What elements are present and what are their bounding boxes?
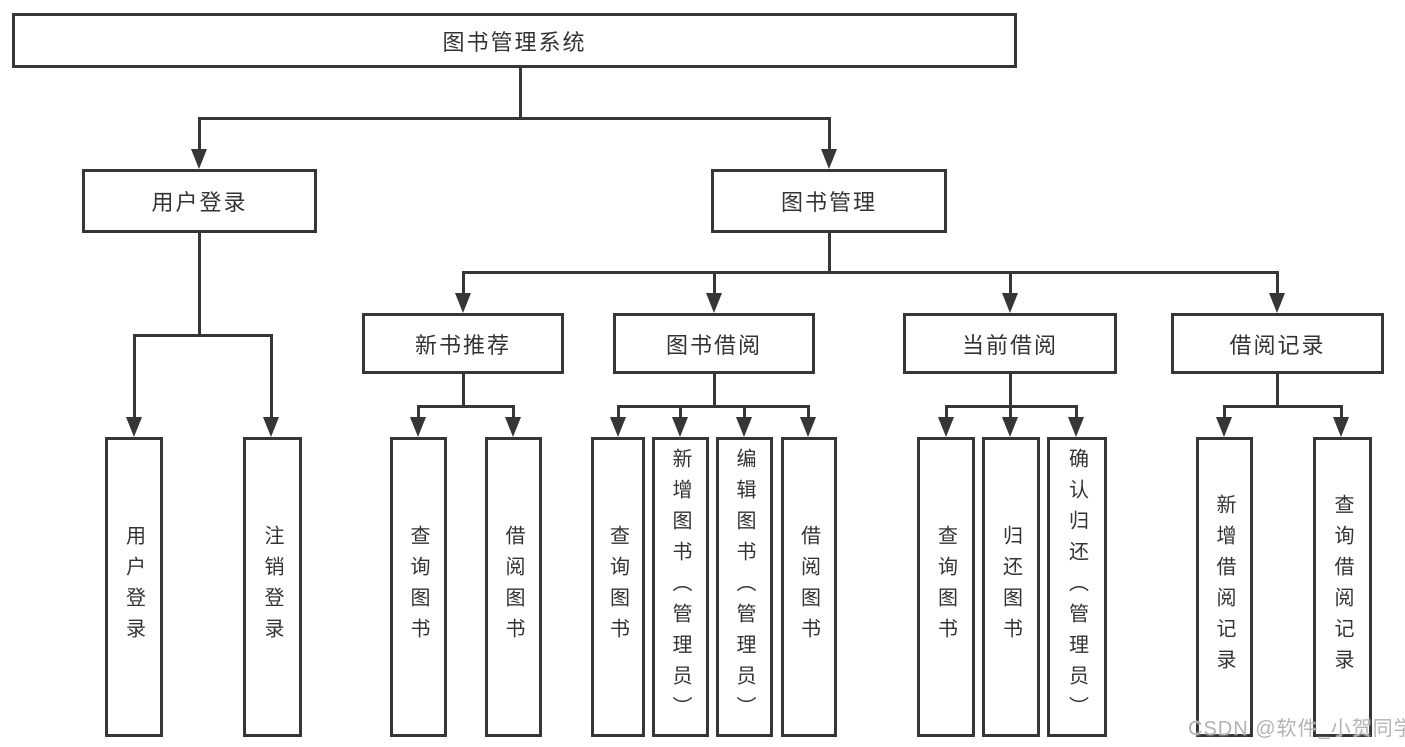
- connector-stem-book-mgmt: [828, 117, 831, 150]
- leaf-return-books: 归还图书: [982, 437, 1040, 737]
- connector-stem-new-book: [462, 271, 465, 295]
- connector-stem-leaf: [1075, 405, 1078, 417]
- connector-stem-leaf: [1009, 405, 1012, 417]
- leaf-label: 用户登录: [122, 525, 145, 649]
- arrow-down-icon: [800, 417, 816, 437]
- leaf-label: 新增借阅记录: [1213, 494, 1235, 680]
- connector-stem-leaf: [417, 405, 420, 417]
- connector-stem-leaf: [945, 405, 948, 417]
- connector-stem-current-borrow: [1009, 271, 1012, 295]
- node-borrowing-records: 借阅记录: [1171, 313, 1384, 374]
- arrow-down-icon: [455, 293, 471, 313]
- arrow-down-icon: [1333, 417, 1349, 437]
- arrow-down-icon: [938, 417, 954, 437]
- arrow-down-icon: [1269, 293, 1285, 313]
- leaf-query-books-borrow: 查询图书: [591, 437, 645, 737]
- csdn-watermark: CSDN @软件_小贺同学: [1188, 718, 1405, 740]
- connector-stem-leaf: [1340, 405, 1343, 417]
- leaf-label: 注销登录: [261, 525, 283, 649]
- connector-stem-user-login: [198, 117, 201, 150]
- leaf-label: 编辑图书（管理员）: [733, 447, 755, 727]
- connector-userlogin-trunk: [198, 233, 201, 337]
- arrow-down-icon: [610, 417, 626, 437]
- connector-bookmgmt-trunk: [828, 233, 831, 274]
- arrow-down-icon: [1216, 417, 1232, 437]
- leaf-label: 借阅图书: [797, 525, 820, 649]
- connector-current-trunk: [1009, 374, 1012, 407]
- arrow-down-icon: [410, 417, 426, 437]
- leaf-label: 借阅图书: [502, 525, 524, 649]
- arrow-down-icon: [736, 417, 752, 437]
- connector-userlogin-split: [133, 334, 273, 337]
- leaf-user-login: 用户登录: [105, 437, 163, 737]
- arrow-down-icon: [126, 417, 142, 437]
- node-label: 用户登录: [151, 190, 248, 215]
- connector-bookmgmt-split: [462, 271, 1278, 274]
- arrow-down-icon: [672, 417, 688, 437]
- connector-root-split: [198, 117, 830, 120]
- leaf-logout: 注销登录: [243, 437, 302, 737]
- leaf-add-books-admin: 新增图书（管理员）: [652, 437, 709, 737]
- arrow-down-icon: [263, 417, 279, 437]
- connector-stem-leaf: [679, 405, 682, 417]
- connector-stem-leaf: [617, 405, 620, 417]
- arrow-down-icon: [191, 149, 207, 169]
- leaf-query-borrow-record: 查询借阅记录: [1313, 437, 1372, 737]
- leaf-borrow-books-borrow: 借阅图书: [781, 437, 837, 737]
- node-book-management: 图书管理: [711, 169, 947, 233]
- node-book-borrowing: 图书借阅: [613, 313, 815, 374]
- node-label: 当前借阅: [961, 332, 1058, 358]
- connector-records-split: [1223, 405, 1343, 408]
- connector-stem-book-borrow: [713, 271, 716, 295]
- leaf-edit-books-admin: 编辑图书（管理员）: [716, 437, 773, 737]
- connector-newbook-trunk: [462, 374, 465, 407]
- arrow-down-icon: [706, 293, 722, 313]
- node-label: 图书管理系统: [442, 29, 587, 55]
- leaf-borrow-books-newbook: 借阅图书: [485, 437, 542, 737]
- leaf-label: 查询借阅记录: [1331, 494, 1353, 680]
- connector-stem-leaf: [512, 405, 515, 417]
- connector-newbook-split: [417, 405, 514, 408]
- leaf-label: 查询图书: [606, 525, 629, 649]
- arrow-down-icon: [1002, 293, 1018, 313]
- leaf-label: 新增图书（管理员）: [669, 447, 691, 727]
- arrow-down-icon: [821, 149, 837, 169]
- leaf-add-borrow-record: 新增借阅记录: [1196, 437, 1253, 737]
- leaf-confirm-return-admin: 确认归还（管理员）: [1047, 437, 1107, 737]
- node-label: 图书管理: [780, 190, 877, 215]
- connector-stem-leaf: [807, 405, 810, 417]
- node-library-management-system: 图书管理系统: [12, 13, 1017, 68]
- connector-stem-leaf: [270, 334, 273, 417]
- leaf-label: 查询图书: [934, 525, 957, 649]
- arrow-down-icon: [1068, 417, 1084, 437]
- node-user-login: 用户登录: [82, 169, 317, 233]
- leaf-label: 归还图书: [999, 525, 1022, 649]
- arrow-down-icon: [505, 417, 521, 437]
- node-label: 图书借阅: [665, 332, 762, 358]
- leaf-query-books-current: 查询图书: [917, 437, 975, 737]
- leaf-query-books-newbook: 查询图书: [390, 437, 447, 737]
- node-label: 新书推荐: [414, 332, 511, 358]
- node-new-book-recommend: 新书推荐: [362, 313, 564, 374]
- connector-root-trunk: [519, 68, 522, 119]
- connector-stem-leaf: [1223, 405, 1226, 417]
- arrow-down-icon: [1002, 417, 1018, 437]
- connector-borrow-trunk: [713, 374, 716, 407]
- connector-borrow-split: [617, 405, 810, 408]
- node-label: 借阅记录: [1229, 332, 1326, 358]
- connector-stem-leaf: [133, 334, 136, 417]
- connector-stem-borrow-records: [1276, 271, 1279, 295]
- connector-records-trunk: [1276, 374, 1279, 407]
- node-current-borrowing: 当前借阅: [903, 313, 1117, 374]
- leaf-label: 查询图书: [407, 525, 429, 649]
- connector-stem-leaf: [743, 405, 746, 417]
- leaf-label: 确认归还（管理员）: [1065, 447, 1088, 727]
